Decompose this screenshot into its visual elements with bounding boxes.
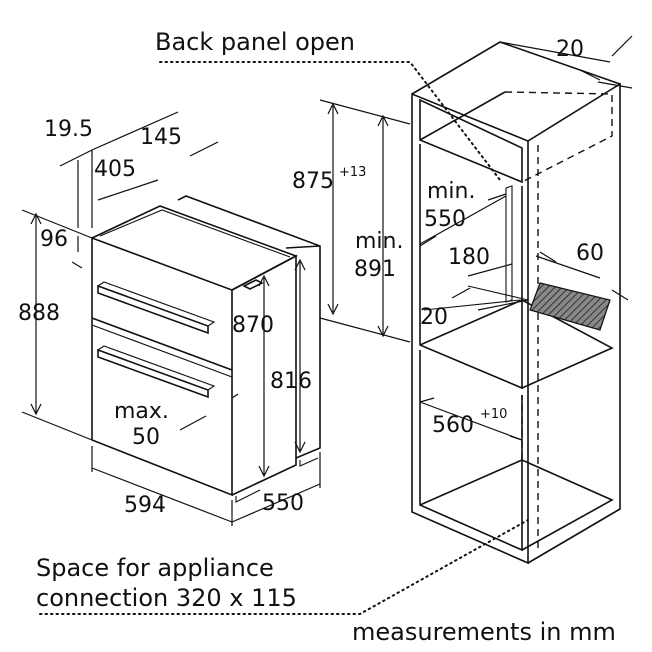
dim-816: 816 (270, 369, 312, 394)
dim-594: 594 (124, 493, 166, 518)
dim-560: 560 (432, 413, 474, 438)
dim-180: 180 (448, 245, 490, 270)
dim-max-50-value: 50 (132, 425, 160, 450)
connection-space-line-1: Space for appliance (36, 554, 274, 582)
dimension-labels: Back panel open 20 19.5 145 405 875 +13 … (18, 28, 616, 646)
dim-888: 888 (18, 301, 60, 326)
dim-20-top: 20 (556, 37, 584, 62)
dim-min-550-value: 550 (424, 207, 466, 232)
dim-875: 875 (292, 169, 334, 194)
dim-19-5: 19.5 (44, 117, 93, 142)
units-note: measurements in mm (352, 618, 616, 646)
dim-60: 60 (576, 241, 604, 266)
dim-min-891-prefix: min. (355, 229, 403, 254)
dim-96: 96 (40, 227, 68, 252)
dimension-lines (21, 35, 633, 615)
dim-405: 405 (94, 157, 136, 182)
dim-870: 870 (232, 313, 274, 338)
dim-875-tolerance: +13 (339, 165, 366, 180)
dim-max-50-prefix: max. (114, 399, 169, 424)
connection-space-line-2: connection 320 x 115 (36, 584, 297, 612)
cabinet-drawing (411, 41, 621, 565)
dim-min-891-value: 891 (354, 257, 396, 282)
oven-drawing (91, 195, 321, 503)
dim-min-550-prefix: min. (427, 179, 475, 204)
dim-145: 145 (140, 125, 182, 150)
dim-550: 550 (262, 491, 304, 516)
dim-20-mid: 20 (420, 305, 448, 330)
back-panel-label: Back panel open (155, 28, 355, 56)
dim-560-tolerance: +10 (480, 407, 507, 422)
